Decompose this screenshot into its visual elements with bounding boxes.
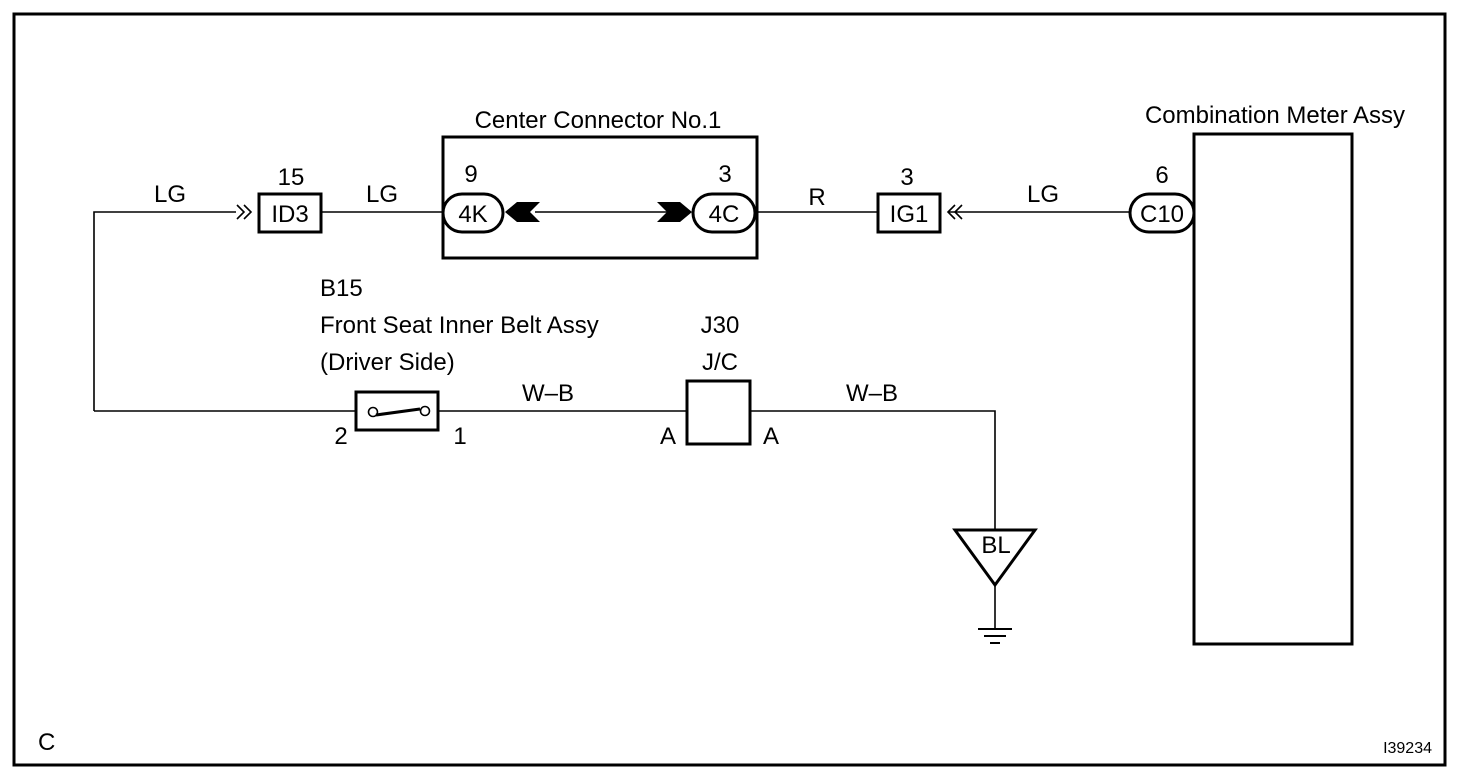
junction-type: J/C <box>702 349 738 376</box>
combination-meter-title: Combination Meter Assy <box>1145 102 1405 129</box>
junction-box <box>685 379 752 446</box>
id3-chevron <box>236 204 253 220</box>
terminal-chevron-right <box>657 202 692 222</box>
wire-left-vertical <box>93 211 236 411</box>
terminal-chevron-left <box>505 202 540 222</box>
center-right-pin: 3 <box>718 161 731 188</box>
junction-pin-right: A <box>763 423 779 450</box>
id3-code: ID3 <box>271 201 308 228</box>
connector-c10-code: C10 <box>1140 201 1184 228</box>
ig1-pin: 3 <box>900 164 913 191</box>
connector-c10 <box>1128 192 1196 234</box>
ground-triangle <box>952 528 1038 588</box>
combination-meter-pin: 6 <box>1155 162 1168 189</box>
belt-switch-ref: B15 <box>320 275 363 302</box>
diagram-frame <box>12 12 1447 767</box>
wire-label-lg-mid: LG <box>366 181 398 208</box>
ig1-connector <box>876 192 942 234</box>
wire-label-lg-left: LG <box>154 181 186 208</box>
connector-4c <box>691 192 757 234</box>
wire-label-wb-right: W–B <box>846 380 898 407</box>
id3-pin: 15 <box>278 164 305 191</box>
wire-jc-to-ground <box>750 410 996 530</box>
corner-letter: C <box>38 729 55 756</box>
connector-4k-code: 4K <box>458 201 487 228</box>
switch-blade <box>375 407 421 417</box>
belt-switch-pin-left: 2 <box>334 423 347 450</box>
id3-connector <box>257 192 323 234</box>
figure-id: I39234 <box>1383 740 1432 757</box>
ground-code: BL <box>981 532 1010 559</box>
connector-4k <box>441 192 505 234</box>
ig1-code: IG1 <box>890 201 929 228</box>
combination-meter-box <box>1192 132 1354 646</box>
belt-switch-name: Front Seat Inner Belt Assy <box>320 312 599 339</box>
center-left-pin: 9 <box>464 161 477 188</box>
belt-switch-side: (Driver Side) <box>320 349 455 376</box>
center-connector-title: Center Connector No.1 <box>475 107 722 134</box>
switch-contact-left <box>367 406 379 418</box>
belt-switch-pin-right: 1 <box>453 423 466 450</box>
wire-label-wb-left: W–B <box>522 380 574 407</box>
switch-contact-right <box>419 405 431 417</box>
wire-label-r: R <box>808 184 825 211</box>
connector-4c-code: 4C <box>709 201 740 228</box>
junction-ref: J30 <box>701 312 740 339</box>
junction-pin-left: A <box>660 423 676 450</box>
wire-label-lg-right: LG <box>1027 181 1059 208</box>
